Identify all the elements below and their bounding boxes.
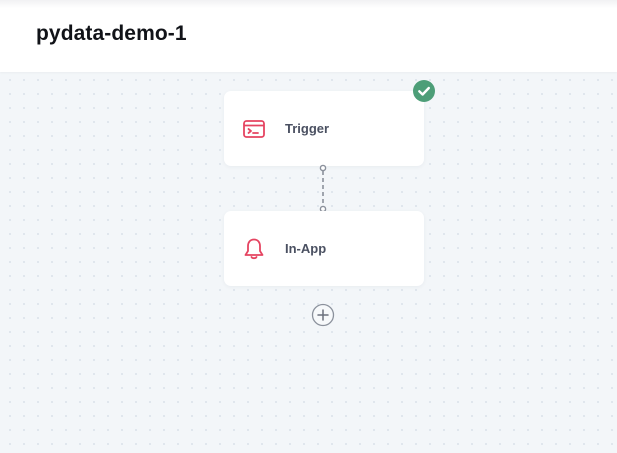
bell-icon — [242, 237, 266, 261]
plus-circle-icon — [311, 303, 335, 327]
trigger-node[interactable]: Trigger — [224, 91, 424, 166]
terminal-window-icon — [242, 117, 266, 141]
check-icon — [413, 80, 435, 102]
trigger-node-label: Trigger — [285, 121, 330, 136]
in-app-node[interactable]: In-App — [224, 211, 424, 286]
add-step-button[interactable] — [311, 303, 335, 327]
node-connector — [316, 160, 330, 216]
in-app-node-label: In-App — [285, 241, 327, 256]
page-title: pydata-demo-1 — [36, 22, 187, 45]
top-header: pydata-demo-1 — [0, 0, 617, 72]
